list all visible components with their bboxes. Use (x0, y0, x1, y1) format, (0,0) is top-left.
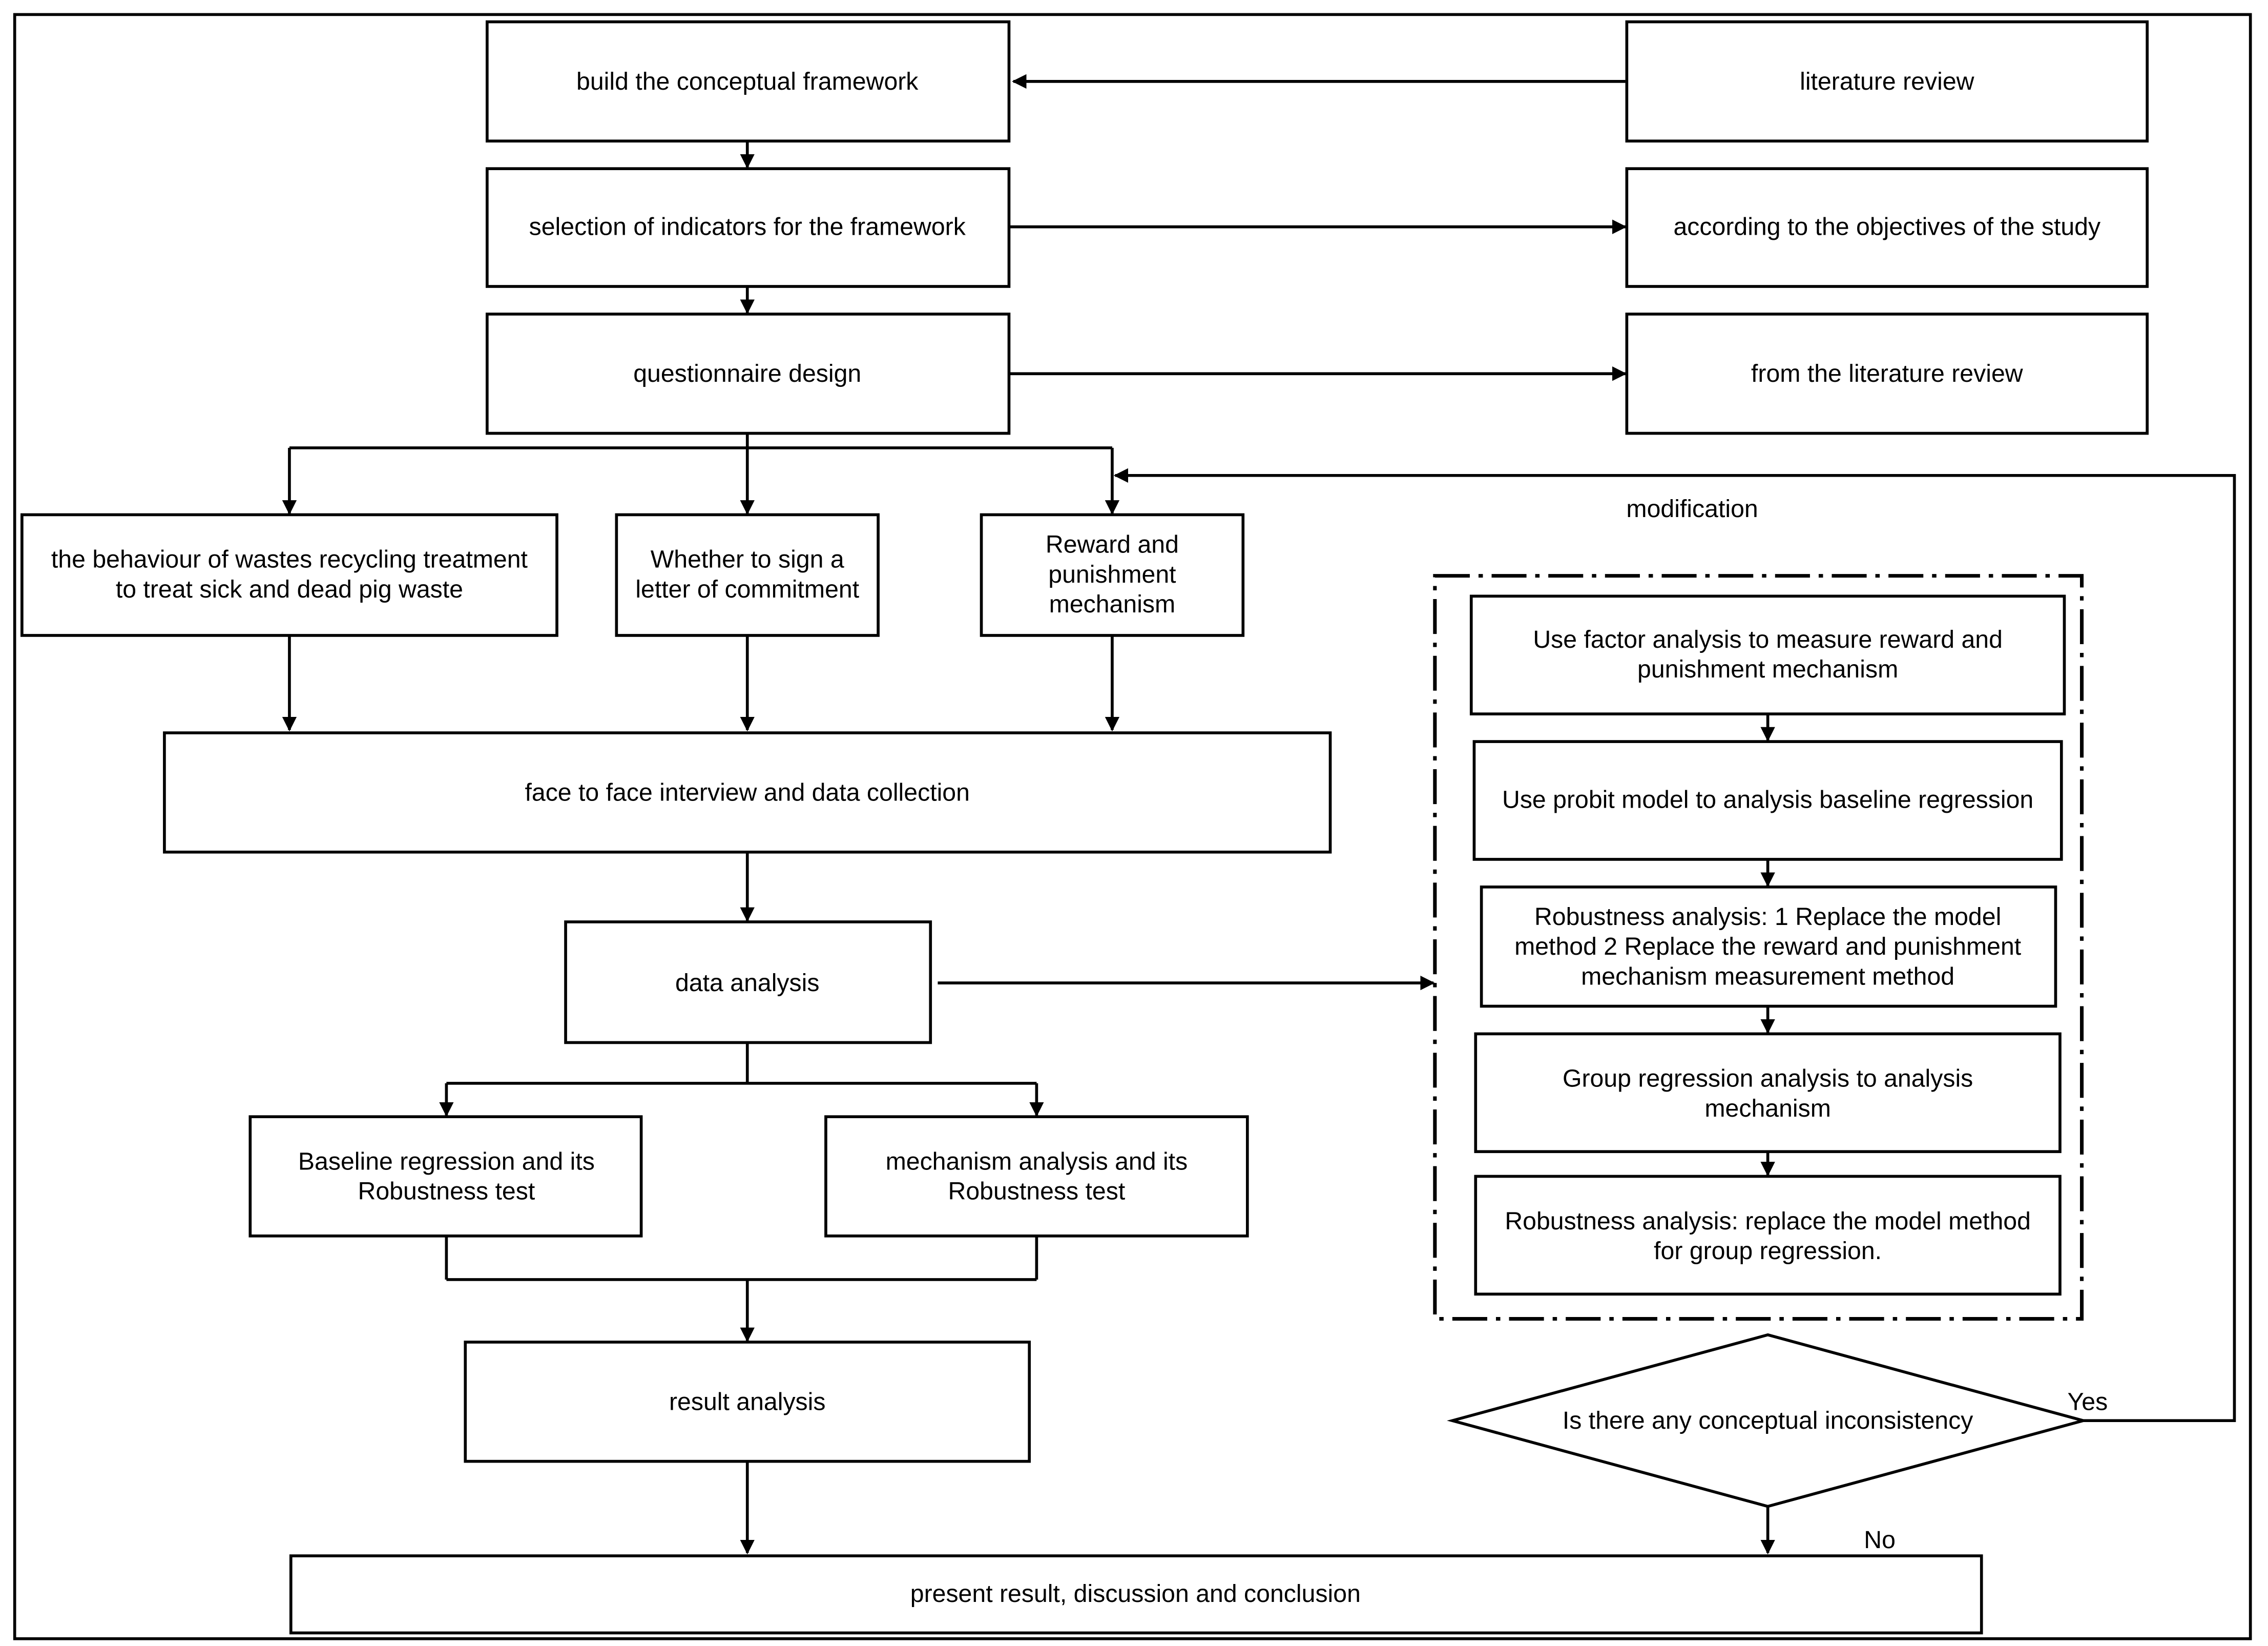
box-probit (1472, 740, 2063, 861)
label-from-literature: from the literature review (1751, 360, 2023, 387)
box-objectives (1625, 167, 2149, 288)
label-interview: face to face interview and data collecti… (525, 778, 970, 806)
box-mechanism (824, 1115, 1249, 1238)
label-selection-indicators: selection of indicators for the framewor… (529, 213, 966, 241)
label-build-framework: build the conceptual framework (576, 68, 919, 95)
box-wastes-behaviour (20, 513, 558, 637)
label-factor-analysis: Use factor analysis to measure reward an… (1533, 626, 2003, 683)
box-selection-indicators (485, 167, 1011, 288)
label-probit: Use probit model to analysis baseline re… (1502, 786, 2033, 814)
label-no: No (1864, 1526, 1896, 1554)
decision-diamond (1447, 1333, 2089, 1508)
connectors (282, 74, 2236, 1555)
methods-group-frame (1433, 574, 2084, 1321)
box-robustness2 (1474, 1175, 2062, 1296)
outer-frame (13, 13, 2252, 1640)
label-objectives: according to the objectives of the study (1673, 213, 2101, 241)
box-build-framework (485, 20, 1011, 143)
label-present-result: present result, discussion and conclusio… (910, 1580, 1361, 1608)
label-questionnaire-design: questionnaire design (633, 360, 861, 387)
box-questionnaire-design (485, 313, 1011, 435)
labels: build the conceptual framework literatur… (51, 68, 2108, 1608)
boxes (20, 20, 2149, 1635)
box-data-analysis (564, 920, 932, 1044)
box-factor-analysis (1469, 594, 2066, 716)
label-result-analysis: result analysis (669, 1388, 826, 1415)
label-robustness2: Robustness analysis: replace the model m… (1505, 1207, 2031, 1265)
box-from-literature (1625, 313, 2149, 435)
box-result-analysis (464, 1341, 1031, 1463)
label-yes: Yes (2068, 1388, 2108, 1415)
box-present-result (289, 1554, 1983, 1635)
label-robustness1: Robustness analysis: 1 Replace the model… (1514, 903, 2022, 990)
box-reward-punishment (980, 513, 1245, 637)
box-literature-review (1625, 20, 2149, 143)
box-baseline (248, 1115, 643, 1238)
label-literature-review: literature review (1800, 68, 1974, 95)
label-data-analysis: data analysis (675, 969, 819, 997)
label-wastes-behaviour: the behaviour of wastes recycling treatm… (51, 546, 528, 603)
label-modification: modification (1626, 495, 1758, 523)
box-robustness1 (1480, 886, 2057, 1008)
box-interview (163, 731, 1332, 854)
label-decision: Is there any conceptual inconsistency (1563, 1407, 1973, 1434)
arrow-decision-yes-modification (1113, 468, 2236, 1423)
box-group-regression (1474, 1032, 2062, 1154)
box-letter-commitment (615, 513, 880, 637)
